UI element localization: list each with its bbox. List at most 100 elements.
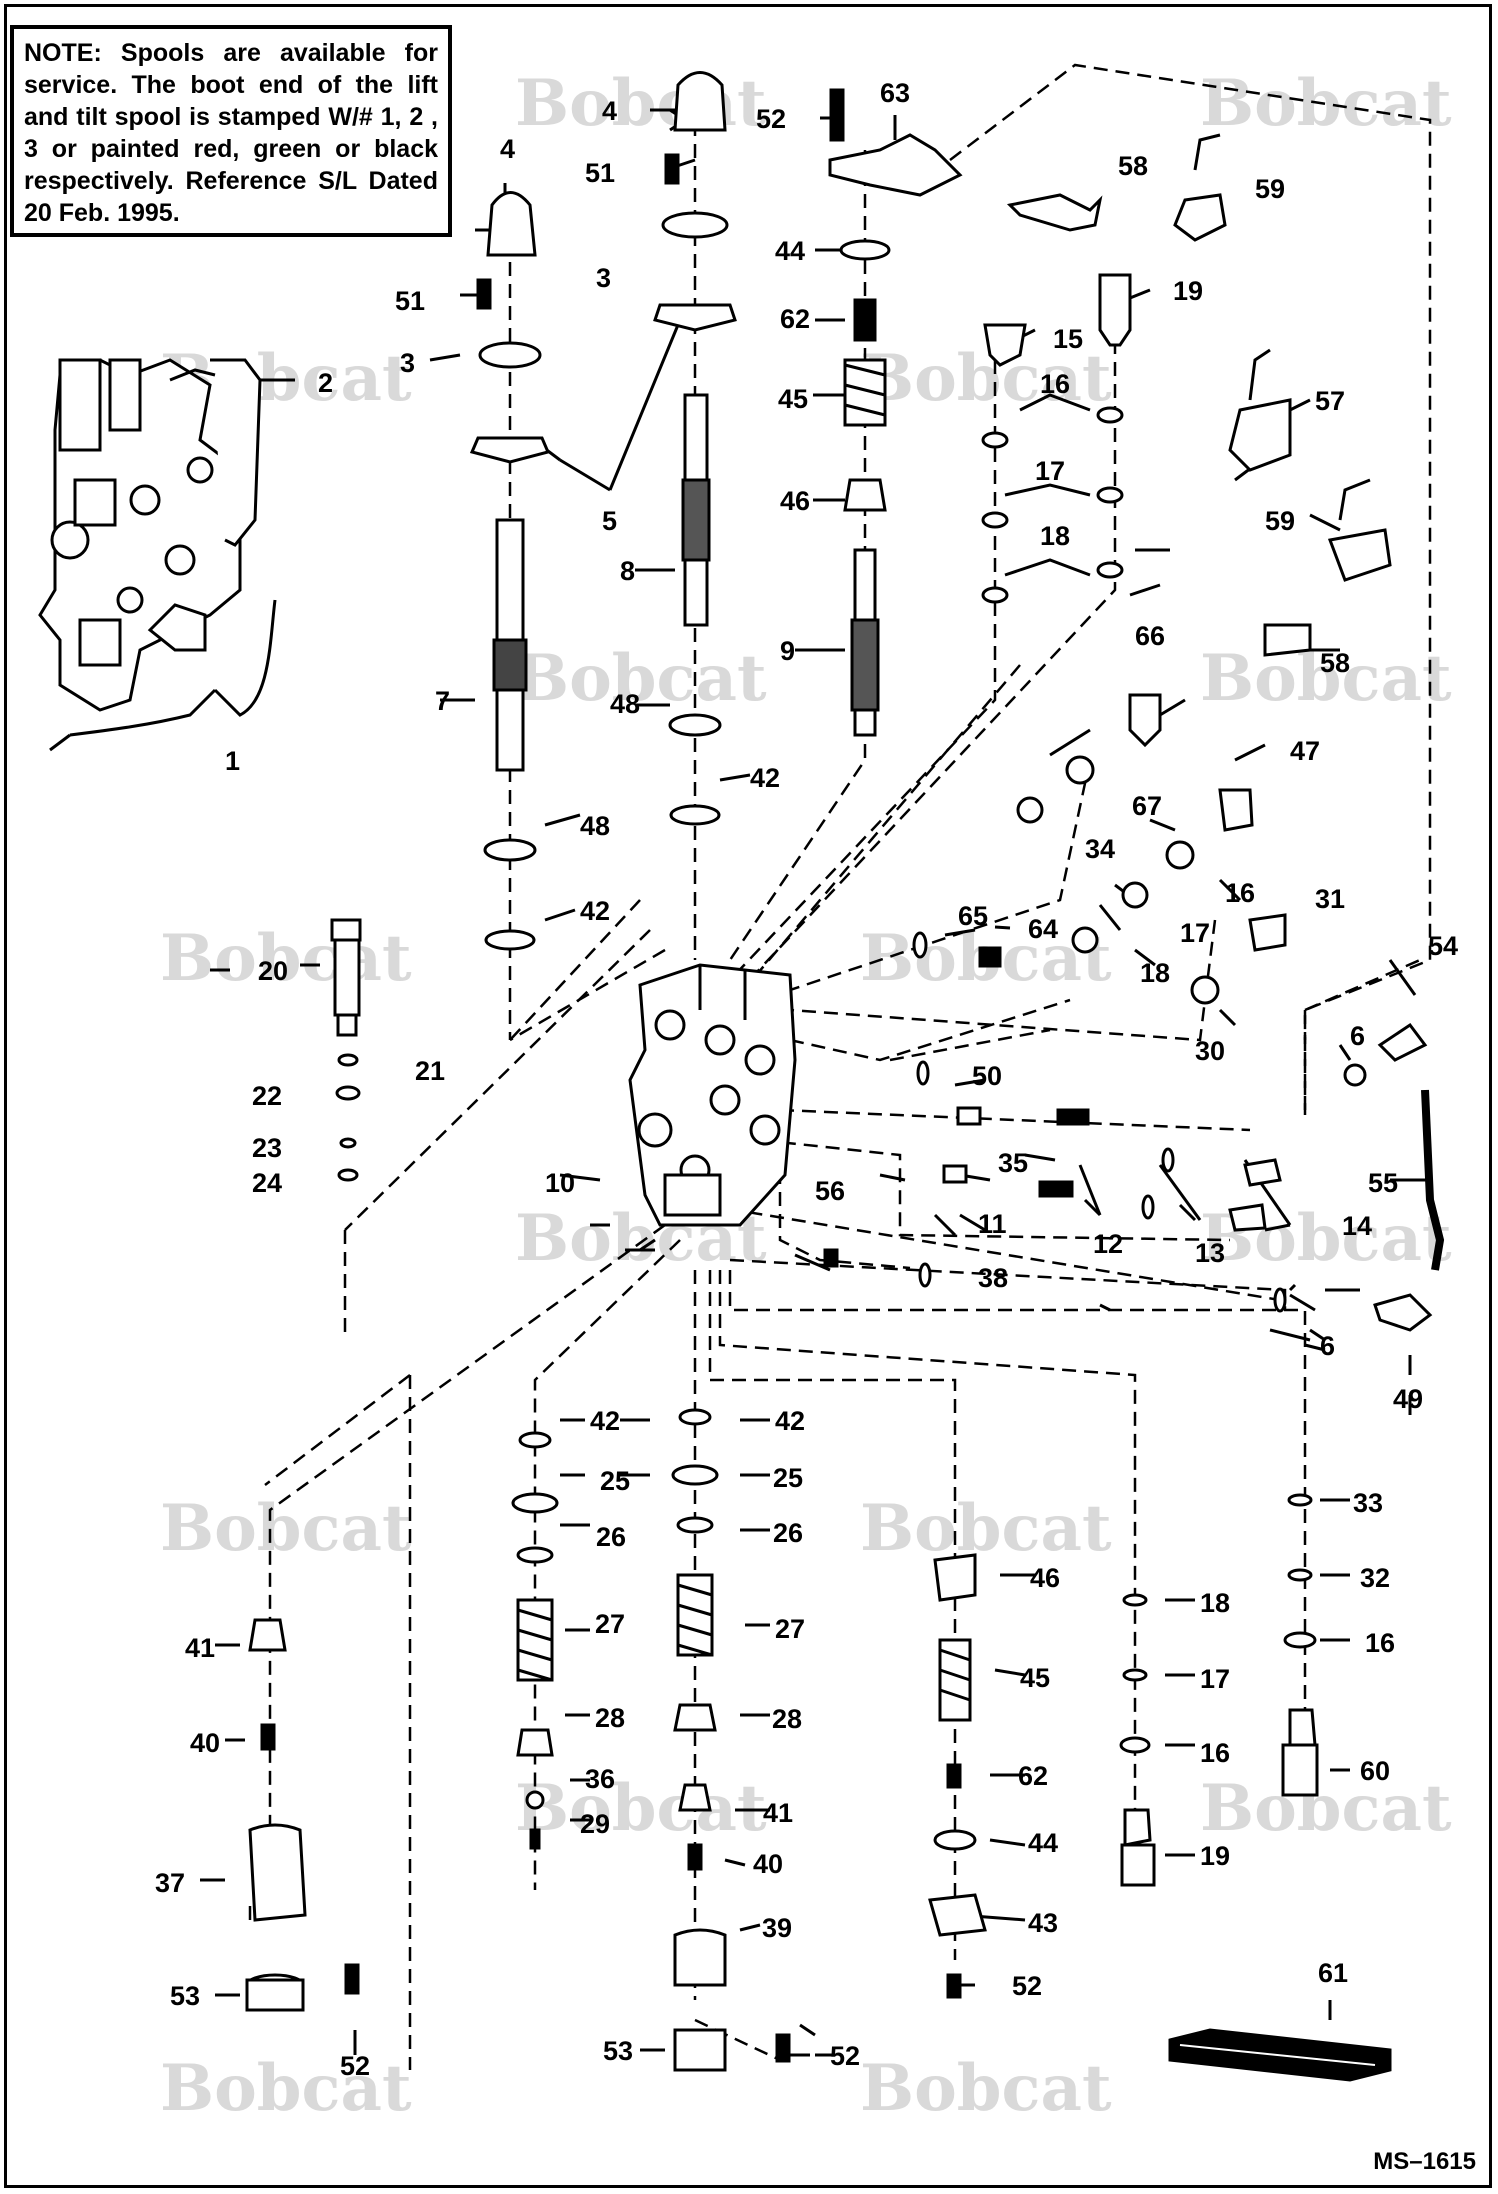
- oring-38: [918, 1262, 932, 1288]
- callout-45a: 45: [778, 384, 808, 414]
- cap-46-lower: [933, 1553, 977, 1602]
- callout-13: 13: [1195, 1238, 1225, 1268]
- watermark-text: Bobcat: [160, 921, 412, 996]
- cap-63: [828, 133, 963, 197]
- lower-right-stack: [928, 1493, 1392, 2082]
- callout-25b: 25: [773, 1463, 803, 1493]
- plate-3-middle: [661, 211, 729, 239]
- dash-line: [729, 1258, 1287, 1310]
- callout-55: 55: [1368, 1168, 1398, 1198]
- callout-20: 20: [258, 956, 288, 986]
- callout-52b: 52: [340, 2051, 370, 2081]
- oring-16-mid: [1165, 840, 1195, 870]
- callout-49: 49: [1393, 1384, 1423, 1414]
- callout-42d: 42: [775, 1406, 805, 1436]
- callout-37: 37: [155, 1868, 185, 1898]
- callout-47: 47: [1290, 736, 1320, 766]
- dash-line: [268, 1223, 666, 1920]
- callout-15: 15: [1053, 324, 1083, 354]
- oring-30: [1190, 975, 1220, 1005]
- coil-59-mid: [1327, 528, 1392, 582]
- figure-reference-code: MS–1615: [1373, 2148, 1476, 2175]
- callout-16d: 16: [1365, 1628, 1395, 1658]
- plug-64: [978, 946, 1002, 968]
- note-heading: NOTE:: [24, 39, 102, 67]
- spool-stack-right: [828, 88, 963, 737]
- watermark-text: Bobcat: [1200, 641, 1452, 716]
- callout-27b: 27: [775, 1614, 805, 1644]
- callout-60: 60: [1360, 1756, 1390, 1786]
- callout-67: 67: [1132, 791, 1162, 821]
- valve-19-top: [1098, 273, 1132, 347]
- spring-45-lower: [938, 1638, 972, 1722]
- callout-59a: 59: [1255, 174, 1285, 204]
- valve-19-lower: [1123, 1808, 1152, 1847]
- callout-17c: 17: [1200, 1664, 1230, 1694]
- watermark-text: Bobcat: [1200, 66, 1452, 141]
- callout-58a: 58: [1118, 151, 1148, 181]
- cap-46-top: [843, 478, 887, 512]
- oring-42-lower-left: [518, 1431, 552, 1449]
- oring-18-mid: [1071, 926, 1099, 954]
- washer-26-middle: [676, 1516, 714, 1534]
- callout-18a: 18: [1040, 521, 1070, 551]
- spring-12-lower: [1038, 1180, 1074, 1198]
- callout-4b: 4: [602, 96, 617, 126]
- callout-6b: 6: [1320, 1331, 1335, 1361]
- callout-44b: 44: [1028, 1828, 1058, 1858]
- callout-24: 24: [252, 1168, 282, 1198]
- oring-32: [1287, 1568, 1313, 1582]
- callout-52a: 52: [756, 104, 786, 134]
- callout-17b: 17: [1180, 918, 1210, 948]
- dash-line: [694, 2018, 781, 2062]
- callout-4a: 4: [500, 134, 515, 164]
- dash-line: [708, 1270, 957, 1960]
- callout-22: 22: [252, 1081, 282, 1111]
- plug-14-lower: [1228, 1203, 1267, 1232]
- dash-line: [889, 1028, 1051, 1062]
- oring-16-right: [1283, 1631, 1317, 1649]
- callout-32: 32: [1360, 1563, 1390, 1593]
- screw-52-right: [946, 1973, 962, 1999]
- pin-56: [823, 1248, 839, 1268]
- oring-17-mid: [1121, 881, 1149, 909]
- dash-line: [789, 919, 1217, 1042]
- callout-41b: 41: [763, 1798, 793, 1828]
- callout-30: 30: [1195, 1036, 1225, 1066]
- diagram-frame: [4, 4, 1492, 2188]
- dash-line: [778, 1170, 911, 1270]
- callout-44a: 44: [775, 236, 805, 266]
- callout-11: 11: [978, 1209, 1007, 1239]
- lower-center-stack: [511, 1408, 791, 2072]
- callout-17a: 17: [1035, 456, 1065, 486]
- callout-65: 65: [958, 901, 988, 931]
- callout-16b: 16: [1225, 878, 1255, 908]
- right-top-components: [912, 133, 1392, 1005]
- callout-45b: 45: [1020, 1663, 1050, 1693]
- callout-51a: 51: [395, 286, 425, 316]
- callout-16a: 16: [1040, 369, 1070, 399]
- watermark-text: Bobcat: [160, 1491, 412, 1566]
- cap-41-middle: [678, 1783, 712, 1812]
- cap-28-middle: [673, 1703, 717, 1732]
- oring-65: [912, 931, 928, 959]
- screw-51-left: [476, 278, 492, 310]
- cap-41-left: [248, 1618, 287, 1652]
- callout-19a: 19: [1173, 276, 1203, 306]
- watermark-text: Bobcat: [160, 2051, 412, 2126]
- callout-1: 1: [225, 746, 240, 776]
- cap-28-left: [516, 1728, 554, 1757]
- callout-18b: 18: [1140, 958, 1170, 988]
- callout-3b: 3: [596, 263, 611, 293]
- callout-7: 7: [435, 686, 450, 716]
- oring-67: [1065, 755, 1095, 785]
- oring-6-upper: [1343, 1063, 1367, 1087]
- callout-48b: 48: [580, 811, 610, 841]
- callout-19b: 19: [1200, 1841, 1230, 1871]
- oring-18-lower: [1122, 1593, 1148, 1607]
- boot-4-middle: [673, 71, 727, 132]
- screw-40-middle: [687, 1843, 703, 1871]
- oring-33: [1287, 1493, 1313, 1507]
- callout-46b: 46: [1030, 1563, 1060, 1593]
